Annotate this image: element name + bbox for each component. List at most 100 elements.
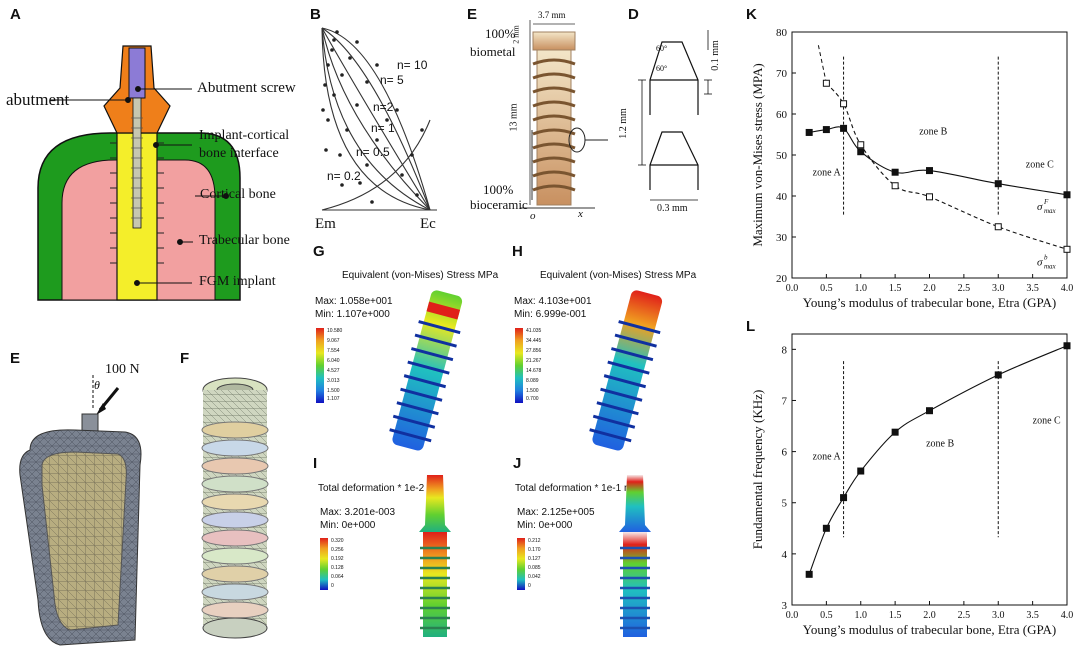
j-legend-2: 0.127: [528, 556, 541, 562]
h-max: Max: 4.103e+001: [514, 296, 592, 307]
panel-label-b: B: [310, 6, 321, 23]
dim-12-label: 1.2 mm: [617, 108, 629, 139]
x-tick-label: 0.5: [820, 283, 833, 294]
curve-n02-label: n= 0.2: [327, 169, 361, 183]
g-legend-4: 4.527: [327, 368, 340, 374]
j-legend-5: 0: [528, 583, 531, 589]
x-tick-label: 2.0: [923, 610, 936, 621]
x-tick-label: 1.0: [855, 283, 868, 294]
data-point: [857, 148, 865, 156]
panel-label-k: K: [746, 6, 757, 23]
origin-label: o: [530, 210, 536, 222]
y-tick-label: 3: [782, 600, 788, 612]
data-point: [1063, 245, 1071, 253]
g-legend-5: 3.013: [327, 378, 340, 384]
j-title: Total deformation * 1e-1 mm: [515, 483, 641, 494]
em-label: Em: [315, 216, 336, 232]
h-legend-5: 8.089: [526, 378, 539, 384]
i-title: Total deformation * 1e-2 mm: [318, 483, 444, 494]
g-legend-3: 6.040: [327, 358, 340, 364]
y-tick-label: 50: [776, 150, 788, 162]
data-point: [891, 428, 899, 436]
i-legend-1: 0.256: [331, 547, 344, 553]
g-legend-6: 1.500: [327, 388, 340, 394]
length-label: 13 mm: [508, 103, 520, 132]
h-legend-3: 21.267: [526, 358, 542, 364]
panel-label-f: F: [180, 350, 190, 367]
h-title: Equivalent (von-Mises) Stress MPa: [540, 270, 697, 281]
series-label: σ: [1037, 256, 1043, 268]
x-tick-label: 0.0: [786, 283, 799, 294]
biometal-pct: 100%: [485, 26, 516, 41]
i-legend-3: 0.128: [331, 565, 344, 571]
j-legend-3: 0.085: [528, 565, 541, 571]
top-height-label: 2 mm: [511, 25, 521, 44]
data-point: [1063, 191, 1071, 199]
panel-label-g: G: [313, 243, 325, 260]
bone-mesh-model: [19, 375, 142, 646]
y-axis-label: Fundamental frequency (KHz): [750, 390, 765, 550]
trabecular-bone-label: Trabecular bone: [199, 233, 290, 248]
dim-01-label: 0.1 mm: [709, 40, 721, 71]
plot-frame: [791, 333, 1068, 606]
series-label: σ: [1037, 201, 1043, 213]
i-legend-5: 0: [331, 583, 334, 589]
panel-label-l: L: [746, 318, 756, 335]
theta-label: θ: [94, 378, 100, 392]
y-tick-label: 5: [782, 498, 788, 510]
data-point: [926, 167, 933, 175]
h-legend: 41.035 34.445 27.856 21.267 14.678 8.089…: [515, 328, 555, 403]
x-tick-label: 2.5: [958, 283, 971, 294]
series-line-extension: [817, 45, 827, 84]
data-point: [822, 126, 830, 134]
ec-label: Ec: [420, 216, 436, 232]
y-tick-label: 7: [782, 395, 788, 407]
angle-1-label: 60°: [656, 44, 668, 53]
x-tick-label: 2.5: [958, 610, 971, 621]
g-title: Equivalent (von-Mises) Stress MPa: [342, 270, 499, 281]
x-tick-label: 3.0: [992, 283, 1005, 294]
abutment-label: abutment: [6, 90, 70, 109]
h-min: Min: 6.999e-001: [514, 309, 587, 320]
dim-03-label: 0.3 mm: [657, 203, 688, 214]
h-stress-model: [589, 290, 663, 451]
j-legend-0: 0.212: [528, 538, 541, 544]
y-tick-label: 8: [782, 344, 788, 356]
x-tick-label: 3.0: [992, 610, 1005, 621]
curve-n10-label: n= 10: [397, 58, 428, 72]
data-point: [994, 180, 1002, 188]
h-legend-1: 34.445: [526, 338, 542, 344]
series-line: [808, 345, 1068, 575]
series-label-sub: max: [1044, 262, 1057, 270]
panel-label-i: I: [313, 455, 318, 472]
data-point: [926, 193, 933, 201]
g-legend-0: 10.580: [327, 328, 343, 334]
g-legend-2: 7.554: [327, 348, 340, 354]
zone-label: zone B: [919, 127, 947, 138]
series-label-sup: F: [1043, 198, 1049, 206]
x-tick-label: 1.5: [889, 283, 902, 294]
x-tick-label: 3.5: [1026, 610, 1039, 621]
i-legend-2: 0.192: [331, 556, 344, 562]
series-label-sub: max: [1044, 207, 1057, 215]
h-legend-4: 14.678: [526, 368, 542, 374]
zone-label: zone C: [1033, 415, 1061, 426]
data-point: [805, 570, 813, 578]
x-tick-label: 4.0: [1061, 283, 1074, 294]
i-legend-0: 0.320: [331, 538, 344, 544]
bioceramic-pct: 100%: [483, 182, 514, 197]
i-max: Max: 3.201e-003: [320, 507, 396, 518]
interface-label-2: bone interface: [199, 146, 279, 161]
data-point: [840, 494, 848, 502]
g-legend-1: 9.067: [327, 338, 340, 344]
i-legend-4: 0.064: [331, 574, 344, 580]
data-point: [891, 168, 899, 176]
y-tick-label: 40: [776, 191, 788, 203]
x-axis-label: x: [578, 208, 583, 220]
x-tick-label: 0.0: [786, 610, 799, 621]
implant-mesh-model: [201, 377, 269, 639]
abutment-screw-label: Abutment screw: [197, 80, 296, 96]
x-axis-label: Young’s modulus of trabecular bone, Etra…: [803, 622, 1056, 637]
implant-cross-section: [37, 45, 241, 301]
